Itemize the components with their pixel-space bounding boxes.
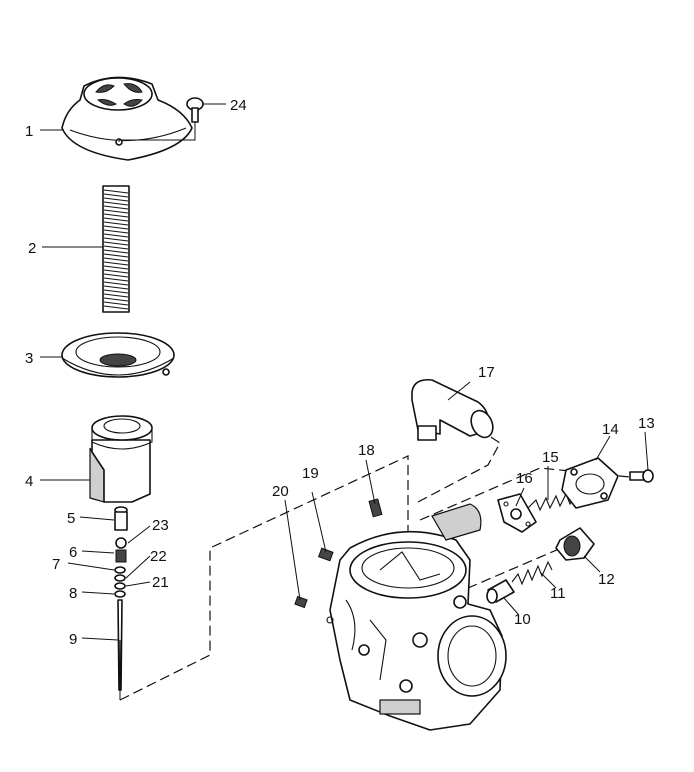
callout-10: 10: [514, 611, 531, 628]
piston-valve-part: [89, 415, 153, 503]
callout-14: 14: [602, 421, 619, 438]
callout-5: 5: [67, 510, 75, 527]
callout-1: 1: [25, 123, 33, 140]
carburetor-body-part: [326, 503, 507, 731]
plunger-10-part: [486, 579, 515, 604]
callout-11: 11: [550, 585, 566, 602]
cover-screw-part: [118, 97, 204, 142]
callout-3: 3: [25, 350, 33, 367]
callout-24: 24: [230, 97, 247, 114]
callout-17: 17: [478, 364, 495, 381]
spring-part: [102, 185, 130, 313]
callout-leaders: [40, 103, 649, 641]
callout-7: 7: [52, 556, 60, 573]
jet-part: [368, 498, 383, 518]
cover-plate-16-part: [497, 493, 537, 533]
callout-8: 8: [69, 585, 77, 602]
screw-13-part: [629, 469, 654, 483]
callout-16: 16: [516, 470, 533, 487]
callout-21: 21: [152, 574, 169, 591]
callout-2: 2: [28, 240, 36, 257]
callout-20: 20: [272, 483, 289, 500]
needle-assembly-parts: [114, 506, 128, 700]
callout-22: 22: [150, 548, 167, 565]
callout-18: 18: [358, 442, 375, 459]
diaphragm-part: [61, 332, 175, 378]
callout-12: 12: [598, 571, 615, 588]
callout-15: 15: [542, 449, 559, 466]
spring-11-part: [511, 560, 553, 586]
cover-14-part: [561, 457, 619, 509]
callout-6: 6: [69, 544, 77, 561]
callout-labels: 1 2 3 4 5 6 7 8 9 10 11 12 13 14 15 16 1…: [25, 97, 655, 648]
callout-19: 19: [302, 465, 319, 482]
callout-13: 13: [638, 415, 655, 432]
screw-20-part: [294, 595, 308, 609]
screw-19-part: [318, 547, 334, 562]
callout-23: 23: [152, 517, 169, 534]
callout-9: 9: [69, 631, 77, 648]
nut-12-part: [555, 527, 595, 561]
elbow-fitting-part: [411, 378, 494, 441]
callout-4: 4: [25, 473, 33, 490]
top-cover-part: [61, 76, 193, 161]
